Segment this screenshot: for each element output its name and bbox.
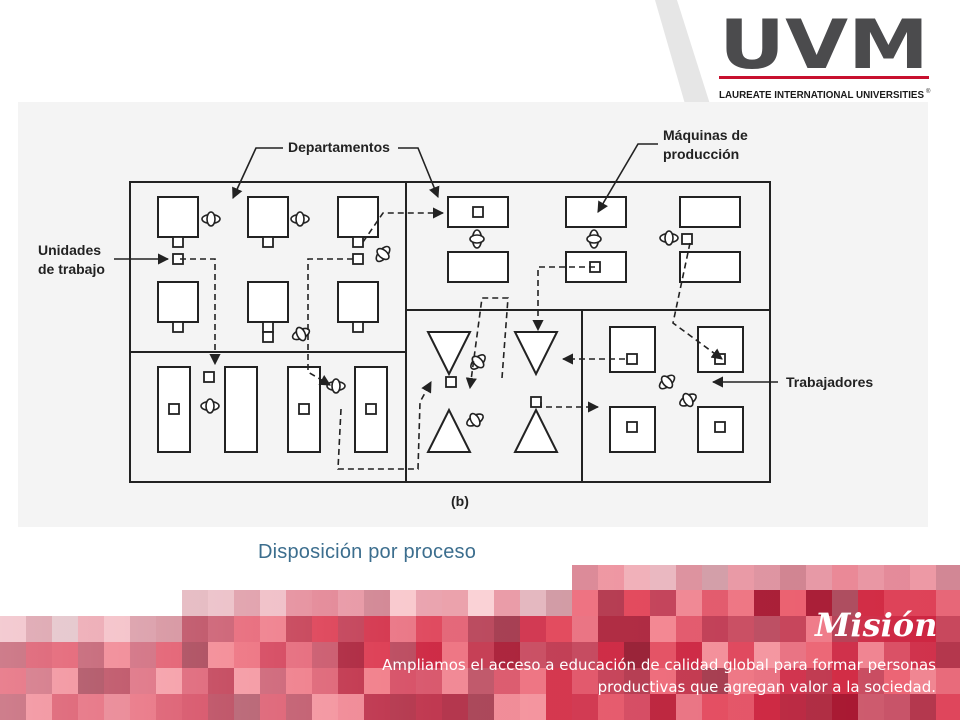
- logo-tagline: LAUREATE INTERNATIONAL UNIVERSITIES: [719, 89, 924, 101]
- department-borders: [129, 181, 771, 483]
- mision-text-line-2: productivas que agregan valor a la socie…: [597, 678, 936, 696]
- label-maquinas-line1: Máquinas de: [663, 127, 748, 143]
- label-unidades-line2: de trabajo: [38, 261, 105, 277]
- logo-diagonal-decoration: [655, 0, 717, 104]
- logo-wordmark: UVM: [719, 6, 929, 85]
- mission-footer: [0, 564, 960, 720]
- logo-red-rule: [719, 76, 929, 79]
- figure-marker: (b): [451, 493, 469, 509]
- label-departamentos: Departamentos: [288, 139, 390, 155]
- process-layout-diagram: Departamentos Máquinas de producción Uni…: [18, 102, 928, 527]
- label-pointers: [114, 143, 778, 388]
- logo-tagline-mark: ®: [926, 88, 931, 95]
- label-trabajadores: Trabajadores: [786, 374, 873, 390]
- slide-caption: Disposición por proceso: [258, 541, 477, 563]
- mision-title: Misión: [815, 606, 938, 644]
- uvm-logo: UVM LAUREATE INTERNATIONAL UNIVERSITIES …: [655, 0, 960, 120]
- mision-text-line-1: Ampliamos el acceso a educación de calid…: [382, 656, 936, 674]
- material-flow-paths: [180, 207, 723, 470]
- production-machines: [157, 196, 744, 453]
- red-pixel-mosaic: [0, 564, 960, 720]
- label-unidades-line1: Unidades: [38, 242, 101, 258]
- label-maquinas-line2: producción: [663, 146, 739, 162]
- triangle-machines: [426, 331, 559, 453]
